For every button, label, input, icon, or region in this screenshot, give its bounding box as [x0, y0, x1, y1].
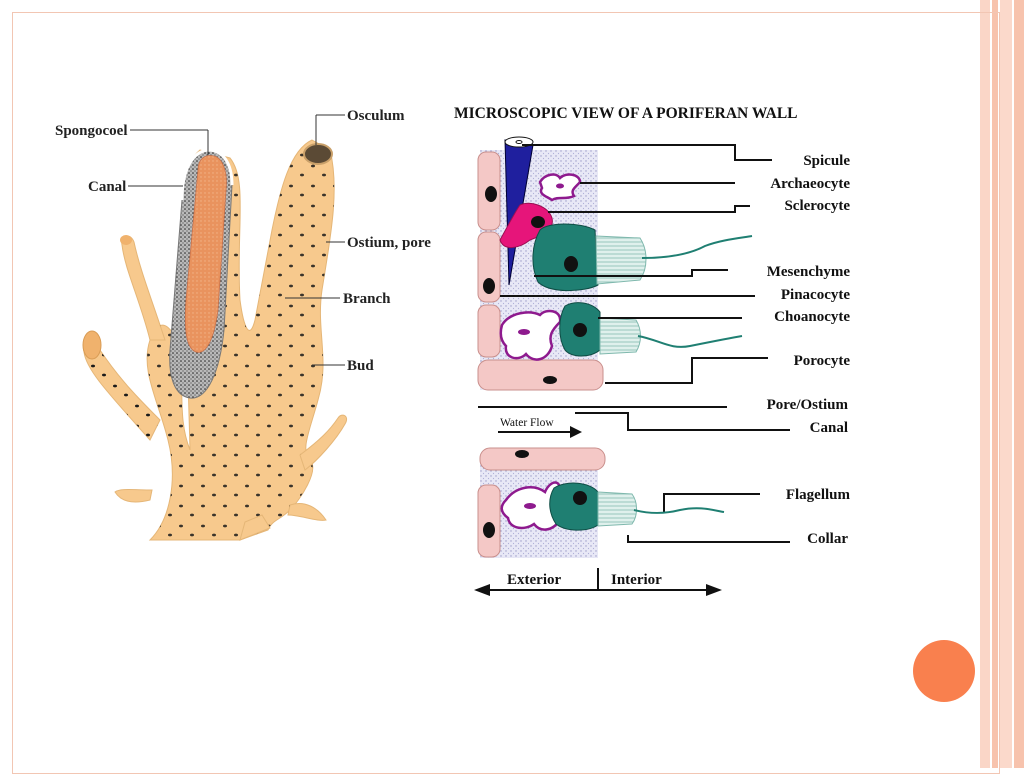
porocyte-cell	[477, 359, 604, 391]
label-pore-ostium: Pore/Ostium	[767, 397, 849, 413]
choanocyte-upper	[532, 223, 599, 292]
label-spicule: Spicule	[803, 153, 850, 169]
sponge-labels: Spongocoel Canal Osculum Ostium, pore Br…	[55, 108, 431, 374]
exterior-interior-arrow: Exterior Interior	[474, 568, 722, 596]
label-interior: Interior	[611, 572, 662, 588]
label-bud: Bud	[347, 358, 374, 374]
label-canal-wall: Canal	[810, 420, 848, 436]
label-osculum: Osculum	[347, 108, 405, 124]
label-choanocyte: Choanocyte	[774, 309, 850, 325]
label-porocyte: Porocyte	[794, 353, 851, 369]
flagellum-upper	[641, 235, 753, 259]
collar-upper	[595, 235, 647, 285]
slide-stripe-3	[1000, 0, 1012, 768]
label-sclerocyte: Sclerocyte	[784, 198, 850, 214]
wall-upper-block	[477, 136, 753, 391]
wall-title: MICROSCOPIC VIEW OF A PORIFERAN WALL	[454, 105, 798, 122]
slide-stripe-2	[992, 0, 998, 768]
label-water-flow: Water Flow	[500, 417, 554, 429]
label-canal-sponge: Canal	[88, 179, 126, 195]
sclerocyte	[499, 202, 553, 248]
slide-stripe-4	[1014, 0, 1024, 768]
pinacocyte-cell-3	[477, 304, 501, 358]
label-exterior: Exterior	[507, 572, 561, 588]
label-archaeocyte: Archaeocyte	[770, 176, 850, 192]
osculum-opening	[303, 143, 333, 165]
flagellum-lower	[637, 335, 743, 348]
pinacocyte-cell-4	[479, 447, 606, 471]
label-branch: Branch	[343, 291, 391, 307]
wall-lower-block	[477, 447, 725, 558]
label-spongocoel: Spongocoel	[55, 123, 128, 139]
slide-stripe-1	[980, 0, 990, 768]
pinacocyte-cell-5	[477, 484, 501, 558]
archaeocyte-lower	[499, 309, 562, 361]
accent-dot	[913, 640, 975, 702]
wall-leader-lines	[478, 144, 790, 543]
choanocyte-bottom	[549, 482, 599, 531]
label-flagellum: Flagellum	[786, 487, 851, 503]
sponge-illustration	[82, 139, 348, 541]
label-collar: Collar	[807, 531, 848, 547]
wall-labels: Spicule Archaeocyte Sclerocyte Mesenchym…	[767, 153, 851, 547]
label-ostium-pore: Ostium, pore	[347, 235, 431, 251]
flagellum-bottom	[633, 507, 725, 514]
collar-lower	[599, 317, 641, 355]
collar-bottom	[597, 491, 637, 527]
label-mesenchyme: Mesenchyme	[767, 264, 851, 280]
water-flow-arrow: Water Flow	[498, 417, 582, 438]
label-pinacocyte: Pinacocyte	[781, 287, 850, 303]
